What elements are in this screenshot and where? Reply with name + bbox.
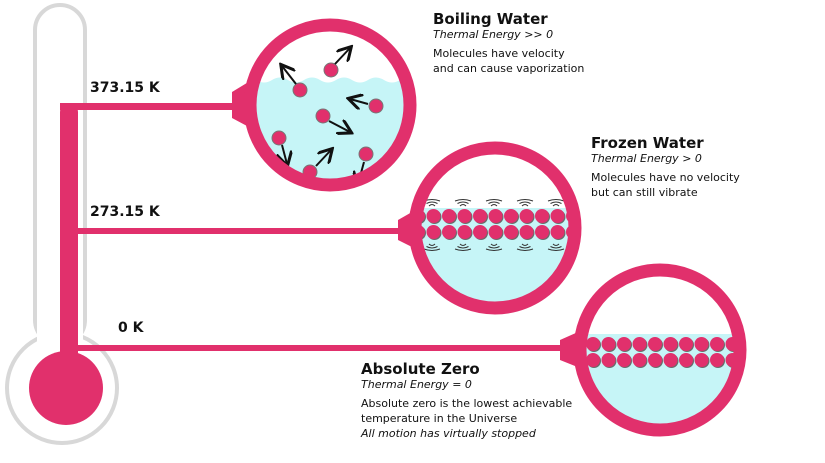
molecule — [519, 225, 534, 239]
vibration-icon — [428, 243, 436, 246]
vibration-icon — [519, 246, 531, 249]
temp-label-boiling: 373.15 K — [90, 80, 160, 96]
vibration-icon — [547, 248, 565, 251]
molecule — [473, 225, 487, 239]
vibration-icon — [454, 248, 472, 251]
molecule — [601, 353, 616, 367]
vibration-icon — [426, 201, 438, 204]
vibration-icon — [488, 201, 500, 204]
zero-info: Absolute Zero Thermal Energy = 0 Absolut… — [361, 360, 572, 441]
molecule — [504, 225, 518, 239]
molecule — [457, 209, 472, 223]
molecule — [679, 337, 693, 351]
molecule — [457, 225, 472, 239]
thermometer — [5, 3, 119, 445]
vibration-icon — [457, 201, 469, 204]
vibration-icon — [423, 248, 441, 251]
molecule — [663, 353, 678, 367]
molecule — [648, 353, 662, 367]
molecule — [535, 225, 549, 239]
vibration-icon — [516, 199, 534, 202]
molecule — [586, 337, 600, 351]
vibration-icon — [550, 201, 562, 204]
vibration-icon — [457, 246, 469, 249]
frozen-desc-2: but can still vibrate — [591, 186, 698, 199]
molecule — [488, 209, 503, 223]
molecule — [504, 209, 518, 223]
vibration-icon — [426, 246, 438, 249]
molecule — [617, 353, 631, 367]
molecule — [426, 225, 441, 239]
temp-label-frozen: 273.15 K — [90, 204, 160, 220]
boiling-subtitle: Thermal Energy >> 0 — [433, 28, 554, 41]
molecule — [710, 337, 724, 351]
frozen-subtitle: Thermal Energy > 0 — [591, 152, 702, 165]
molecule — [679, 353, 693, 367]
vibration-icon — [485, 199, 503, 202]
molecule — [663, 337, 678, 351]
vibration-icon — [490, 204, 498, 207]
molecule — [550, 209, 565, 223]
zero-note: All motion has virtually stopped — [361, 427, 536, 440]
molecule — [586, 353, 600, 367]
temp-label-zero: 0 K — [118, 320, 144, 336]
vibration-icon — [552, 204, 560, 207]
vibration-icon — [521, 243, 529, 246]
zero-desc-1: Absolute zero is the lowest achievable — [361, 397, 573, 410]
boiling-desc-1: Molecules have velocity — [433, 47, 565, 60]
boiling-info: Boiling Water Thermal Energy >> 0 Molecu… — [433, 10, 584, 76]
line-frozen — [75, 228, 415, 234]
vibration-icon — [490, 243, 498, 246]
molecule — [648, 337, 662, 351]
frozen-water-magnifier — [398, 141, 582, 315]
frozen-title: Frozen Water — [591, 134, 704, 152]
vibration-icon — [428, 204, 436, 207]
vibration-icon — [552, 243, 560, 246]
molecule — [426, 209, 441, 223]
vibration-icon — [459, 204, 467, 207]
boiling-title: Boiling Water — [433, 10, 548, 28]
absolute-zero-magnifier — [560, 263, 747, 437]
molecule — [519, 209, 534, 223]
vibration-icon — [547, 199, 565, 202]
molecule — [442, 225, 456, 239]
zero-desc-2: temperature in the Universe — [361, 412, 518, 425]
molecule — [694, 337, 709, 351]
vibration-icon — [550, 246, 562, 249]
molecule — [617, 337, 631, 351]
vibration-icon — [488, 246, 500, 249]
molecule — [601, 337, 616, 351]
vibration-icon — [454, 199, 472, 202]
vibration-icon — [516, 248, 534, 251]
line-zero — [75, 345, 585, 351]
frozen-info: Frozen Water Thermal Energy > 0 Molecule… — [591, 134, 740, 200]
molecule — [550, 225, 565, 239]
vibration-icon — [485, 248, 503, 251]
molecule — [710, 353, 724, 367]
frozen-desc-1: Molecules have no velocity — [591, 171, 740, 184]
molecule — [442, 209, 456, 223]
line-boiling — [60, 103, 240, 110]
molecule — [488, 225, 503, 239]
molecule — [632, 337, 647, 351]
zero-title: Absolute Zero — [361, 360, 480, 378]
molecule — [632, 353, 647, 367]
molecule — [473, 209, 487, 223]
molecule — [694, 353, 709, 367]
boiling-water-magnifier — [232, 18, 417, 192]
vibration-icon — [519, 201, 531, 204]
zero-subtitle: Thermal Energy = 0 — [361, 378, 472, 391]
vibration-icon — [459, 243, 467, 246]
boiling-desc-2: and can cause vaporization — [433, 62, 585, 75]
vibration-icon — [521, 204, 529, 207]
molecule — [535, 209, 549, 223]
